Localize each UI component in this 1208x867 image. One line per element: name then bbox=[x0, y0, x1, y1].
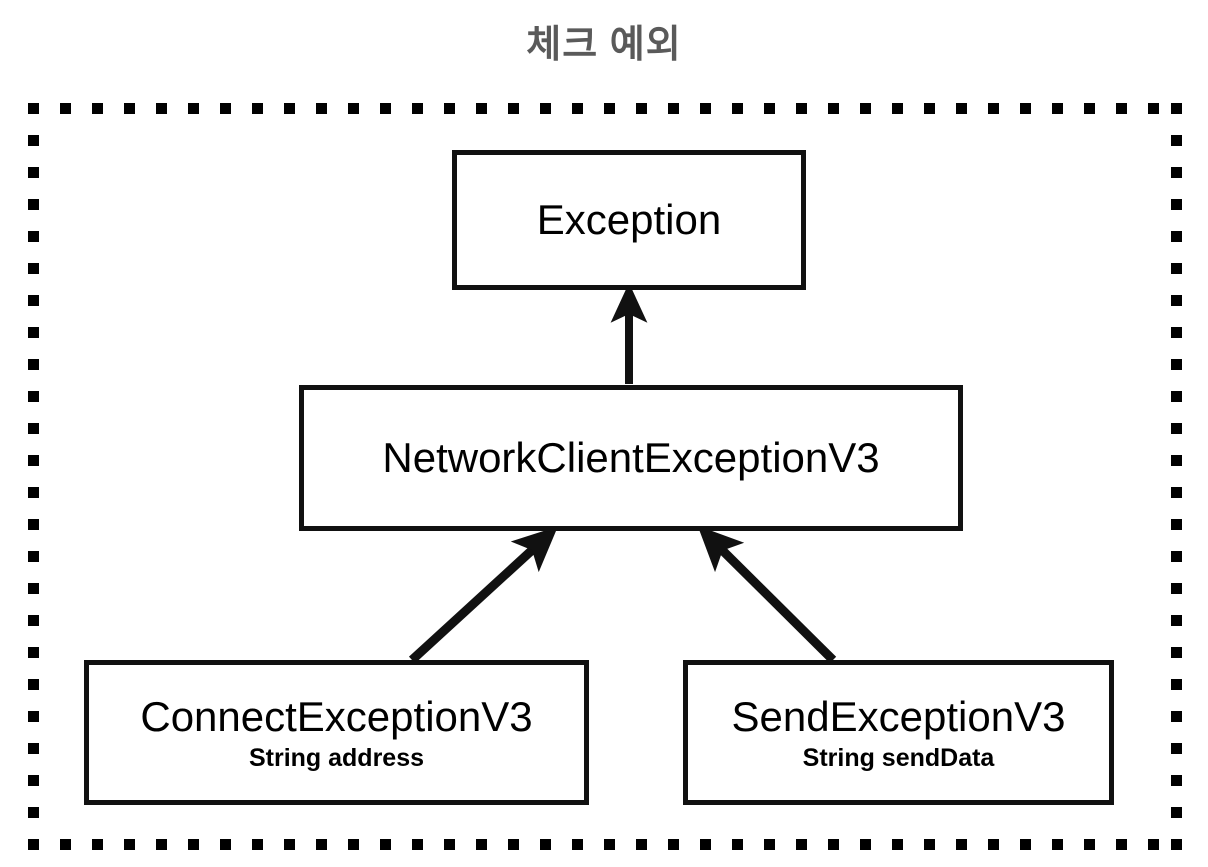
class-box-network-client-exception-v3[interactable]: NetworkClientExceptionV3 bbox=[299, 385, 963, 531]
page-title: 체크 예외 bbox=[526, 24, 682, 66]
class-box-send-exception-v3[interactable]: SendExceptionV3 String sendData bbox=[683, 660, 1114, 805]
class-name-label: NetworkClientExceptionV3 bbox=[382, 434, 880, 481]
class-box-connect-exception-v3[interactable]: ConnectExceptionV3 String address bbox=[84, 660, 589, 805]
class-field-label: String address bbox=[248, 743, 425, 772]
class-name-label: ConnectExceptionV3 bbox=[140, 692, 533, 740]
frame-edge-left bbox=[28, 103, 39, 850]
arrow-sendexception-to-networkclient bbox=[697, 525, 837, 664]
frame-edge-right bbox=[1171, 103, 1182, 850]
frame-edge-top bbox=[28, 103, 1182, 114]
class-box-exception[interactable]: Exception bbox=[452, 150, 806, 290]
class-name-label: Exception bbox=[536, 196, 722, 243]
class-name-label: SendExceptionV3 bbox=[731, 692, 1066, 740]
class-field-label: String sendData bbox=[802, 743, 995, 772]
frame-edge-bottom bbox=[28, 839, 1182, 850]
arrow-connectexception-to-networkclient bbox=[408, 526, 558, 664]
